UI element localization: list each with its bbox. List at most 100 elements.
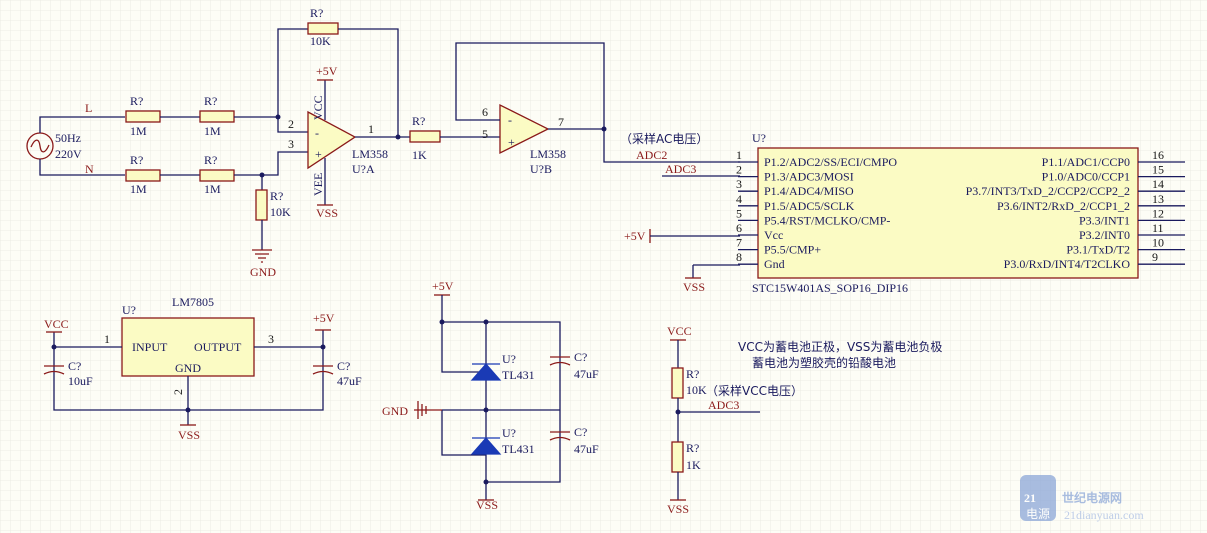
svg-text:VCC: VCC (311, 95, 325, 120)
svg-text:10K: 10K (310, 34, 331, 48)
svg-text:U?: U? (502, 426, 516, 440)
gnd-label: GND (250, 265, 276, 279)
svg-text:+: + (315, 147, 322, 161)
tl431-bottom: U? TL431 (470, 426, 535, 456)
cap-c4: C? 47uF (549, 425, 599, 456)
mcu-pin-left-num: 4 (736, 192, 742, 206)
mcu-pin-left-name: P1.3/ADC3/MOSI (764, 170, 854, 184)
svg-text:OUTPUT: OUTPUT (194, 340, 242, 354)
mcu-pin-left-name: Vcc (764, 228, 783, 242)
mcu-gnd-net: VSS (683, 280, 705, 294)
mcu-pin-left-name: P1.2/ADC2/SS/ECI/CMPO (764, 155, 897, 169)
mcu-pin-left-name: P5.5/CMP+ (764, 243, 821, 257)
mcu-pin-right-num: 14 (1152, 177, 1164, 191)
svg-text:1M: 1M (204, 124, 221, 138)
svg-text:3: 3 (288, 137, 294, 151)
mcu-pin-right-name: P1.0/ADC0/CCP1 (1042, 170, 1130, 184)
div-vcc-net: VCC (667, 324, 692, 338)
resistor-r3: R? 1M (125, 153, 161, 196)
mcu-pin-right-num: 13 (1152, 192, 1164, 206)
svg-text:R?: R? (204, 94, 217, 108)
mcu-vcc-net: +5V (624, 229, 646, 243)
svg-text:U?B: U?B (530, 162, 552, 176)
vcc-sample-note: （采样VCC电压） (706, 383, 803, 398)
svg-text:6: 6 (482, 105, 488, 119)
mcu-pin-right-num: 16 (1152, 148, 1164, 162)
svg-text:电源: 电源 (1026, 507, 1050, 521)
svg-text:2: 2 (288, 117, 294, 131)
mcu-pin-left-num: 5 (736, 206, 742, 220)
svg-text:世纪电源网: 世纪电源网 (1062, 490, 1122, 505)
cap-c2: C? 47uF (312, 359, 362, 388)
div-vss-net: VSS (667, 502, 689, 516)
mcu-pin-left-num: 3 (736, 177, 742, 191)
net-adc2: ADC2 (636, 148, 667, 162)
svg-text:1K: 1K (686, 458, 701, 472)
mcu-pin-right-num: 11 (1152, 221, 1164, 235)
opamp-a-vss: VSS (316, 206, 338, 220)
mcu-pin-right-name: P3.1/TxD/T2 (1066, 243, 1130, 257)
resistor-r5: R? 10K (255, 189, 291, 221)
svg-text:10uF: 10uF (68, 374, 93, 388)
svg-text:21: 21 (1024, 491, 1036, 505)
svg-text:47uF: 47uF (574, 367, 599, 381)
ac-volt-label: 220V (55, 147, 82, 161)
svg-text:10K: 10K (686, 383, 707, 397)
gnd-symbol: GND (250, 249, 276, 279)
opamp-b: 6 5 - + 7 LM358 U?B (482, 103, 566, 176)
svg-text:47uF: 47uF (337, 374, 362, 388)
svg-text:10K: 10K (270, 205, 291, 219)
regulator-lm7805: U? LM7805 INPUT OUTPUT GND 1 3 2 (104, 295, 274, 395)
reg-gnd-net: VSS (178, 428, 200, 442)
svg-text:1: 1 (368, 122, 374, 136)
svg-text:21dianyuan.com: 21dianyuan.com (1064, 508, 1144, 522)
svg-text:LM358: LM358 (530, 147, 566, 161)
net-adc3-mcu: ADC3 (665, 162, 696, 176)
svg-text:C?: C? (574, 350, 587, 364)
svg-text:1M: 1M (130, 182, 147, 196)
svg-text:TL431: TL431 (502, 368, 535, 382)
svg-text:INPUT: INPUT (132, 340, 168, 354)
mcu-pin-right-name: P3.3/INT1 (1079, 213, 1130, 227)
mcu-pin-left-num: 8 (736, 250, 742, 264)
svg-text:5: 5 (482, 127, 488, 141)
svg-text:1M: 1M (130, 124, 147, 138)
ref-vss-net: VSS (476, 498, 498, 512)
mcu-pin-left-num: 2 (736, 163, 742, 177)
mcu-pin-left-num: 7 (736, 236, 742, 250)
svg-text:R?: R? (412, 114, 425, 128)
svg-text:7: 7 (558, 115, 564, 129)
tl431-top: U? TL431 (470, 352, 535, 382)
mcu-pin-left-num: 1 (736, 148, 742, 162)
svg-text:R?: R? (130, 153, 143, 167)
mcu-pin-right-num: 10 (1152, 236, 1164, 250)
mcu-pin-right-num: 15 (1152, 163, 1164, 177)
svg-text:R?: R? (686, 367, 699, 381)
svg-text:-: - (508, 113, 512, 127)
mcu-pin-left-name: P1.4/ADC4/MISO (764, 184, 854, 198)
svg-text:1K: 1K (412, 148, 427, 162)
svg-text:LM358: LM358 (352, 147, 388, 161)
svg-text:U?: U? (502, 352, 516, 366)
svg-text:LM7805: LM7805 (172, 295, 214, 309)
battery-note-1: VCC为蓄电池正极，VSS为蓄电池负极 (738, 340, 942, 354)
mcu-pin-right-name: P3.7/INT3/TxD_2/CCP2/CCP2_2 (966, 184, 1130, 198)
mcu-part: STC15W401AS_SOP16_DIP16 (752, 281, 908, 295)
mcu-pin-left-name: P1.5/ADC5/SCLK (764, 199, 855, 213)
cap-c3: C? 47uF (549, 350, 599, 381)
resistor-r1: R? 1M (125, 94, 161, 138)
ac-freq-label: 50Hz (55, 131, 81, 145)
svg-text:1M: 1M (204, 182, 221, 196)
svg-text:GND: GND (175, 361, 201, 375)
opamp-a: 2 3 - + 1 LM358 U?A VCC VEE (288, 95, 388, 196)
mcu-pin-right-name: P3.0/RxD/INT4/T2CLKO (1004, 257, 1131, 271)
svg-text:R?: R? (204, 153, 217, 167)
mcu-pin-right-name: P3.2/INT0 (1079, 228, 1130, 242)
mcu-pin-left-num: 6 (736, 221, 742, 235)
reg-vcc-net: VCC (44, 317, 69, 331)
watermark-logo: 21 电源 世纪电源网 21dianyuan.com (1020, 475, 1144, 522)
svg-text:C?: C? (337, 359, 350, 373)
ref-gnd-net: GND (382, 404, 408, 418)
opamp-a-vcc: +5V (316, 64, 338, 78)
